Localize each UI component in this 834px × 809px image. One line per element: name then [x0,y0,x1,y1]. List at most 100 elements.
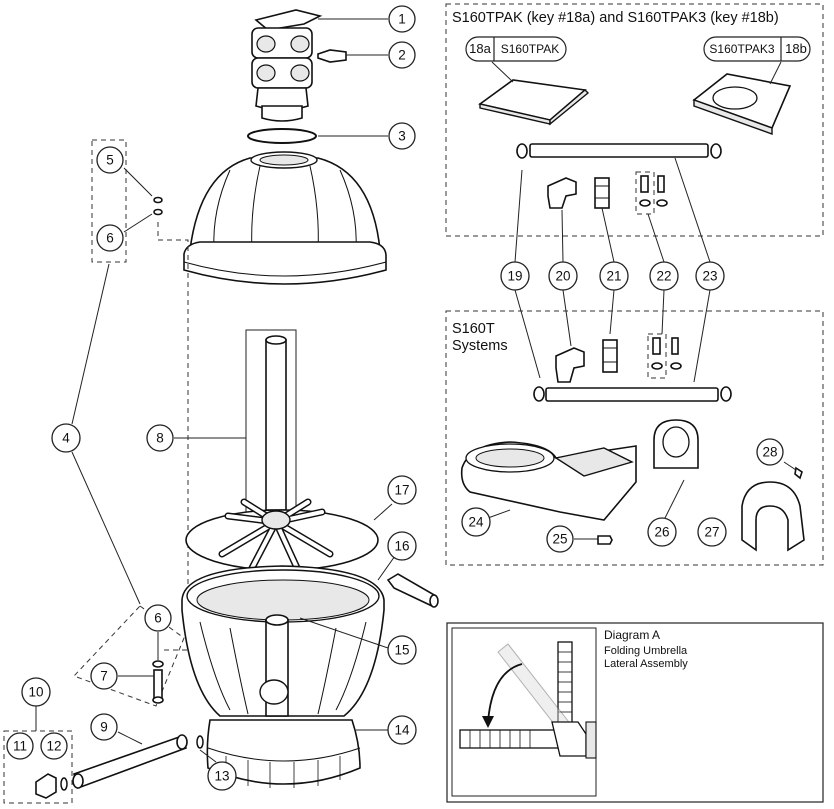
callout-28-label: 28 [762,445,777,460]
fastener-box-lower [73,605,185,707]
callout-15: 15 [387,635,417,665]
systems-pipe [533,386,732,402]
callout-11-label: 11 [13,739,27,754]
small-screw-28 [783,461,803,480]
callout-5: 5 [96,146,124,174]
bulkhead-pipe [72,734,188,790]
callout-4: 4 [51,423,81,453]
callout-20: 20 [548,261,578,291]
systems-box [445,310,824,566]
valve-o-ring [247,128,317,144]
callout-17-label: 17 [394,483,409,498]
callout-3: 3 [388,122,416,150]
callout-1: 1 [388,5,416,33]
callout-14: 14 [387,715,417,745]
callout-9: 9 [90,713,118,741]
kit-elbow [547,177,577,209]
callout-10: 10 [21,677,51,707]
callout-10-label: 10 [28,685,43,700]
clamp [741,481,805,552]
upper-fasteners [153,196,163,216]
callout-22-label: 22 [656,269,671,284]
systems-header-line2: Systems [452,338,508,354]
pad-18b [692,61,792,135]
kit-box [445,3,824,237]
gasket-plate [653,419,699,469]
drain-plug [386,573,439,608]
systems-union [602,339,618,373]
kit-pipe [516,143,722,159]
callout-14-label: 14 [394,723,410,738]
callout-13-label: 13 [214,769,229,784]
diagram-a-line1: Folding Umbrella [604,645,688,657]
callout-15-label: 15 [394,643,409,658]
callout-23: 23 [695,261,725,291]
pressure-gauge [317,49,347,63]
callout-20-label: 20 [555,269,570,284]
callout-22: 22 [649,261,679,291]
callout-1-label: 1 [398,12,406,27]
callout-5-label: 5 [106,153,114,168]
callout-4-label: 4 [62,431,70,446]
callout-13: 13 [207,761,237,791]
tank-body [181,565,385,717]
tag-18b-key: 18b [785,41,807,56]
tag-18a-key: 18a [469,41,491,56]
kit-header: S160TPAK (key #18a) and S160TPAK3 (key #… [452,10,779,26]
callout-6-upper-label: 6 [106,231,114,246]
callout-19-label: 19 [507,269,522,284]
tag-18b-model: S160TPAK3 [709,42,774,56]
callout-16-label: 16 [394,539,409,554]
lower-fasteners [152,660,164,704]
callout-6-lower: 6 [144,604,172,632]
tank-dome [183,151,387,285]
callout-23-label: 23 [702,269,717,284]
callout-6-upper: 6 [96,224,124,252]
callout-11: 11 [6,732,34,760]
multiport-valve [251,9,323,122]
callout-7-label: 7 [100,669,108,684]
callout-28: 28 [756,438,784,466]
callout-6-lower-label: 6 [154,611,162,626]
callout-21-label: 21 [606,269,621,284]
systems-elbow [555,347,585,383]
base-tray [460,441,637,521]
diagram-a-title: Diagram A [604,628,660,642]
callout-9-label: 9 [100,720,108,735]
callout-25-label: 25 [552,532,567,547]
diagram-a-line2: Lateral Assembly [604,658,688,670]
callout-26-label: 26 [654,525,669,540]
systems-bolts [647,333,682,379]
callout-8: 8 [146,424,174,452]
callout-7: 7 [90,662,118,690]
callout-3-label: 3 [398,129,406,144]
pipe-o-ring [196,735,204,749]
fastener-box-upper [91,139,127,263]
callout-12-label: 12 [46,739,61,754]
callout-21: 21 [599,261,629,291]
callout-2-label: 2 [398,48,406,63]
callout-27: 27 [697,517,727,547]
lateral-disk [185,498,379,574]
fitting-box [3,730,73,804]
callout-17: 17 [387,475,417,505]
callout-24-label: 24 [468,515,484,530]
pad-18a [478,61,590,126]
callout-27-label: 27 [704,525,719,540]
callout-25: 25 [546,525,574,553]
kit-union [594,177,610,209]
callout-26: 26 [647,517,677,547]
callout-24: 24 [461,507,491,537]
callout-16: 16 [387,531,417,561]
callout-8-label: 8 [156,431,164,446]
systems-header-line1: S160T [452,321,495,337]
small-screw-25 [574,535,613,545]
callout-19: 19 [500,261,530,291]
diagram-a-art [451,627,597,797]
callout-2: 2 [388,41,416,69]
drain-cap-fitting [35,773,68,799]
tag-18a: 18a S160TPAK [465,36,567,62]
diagram-a-frame [446,622,824,803]
kit-bolts [635,171,668,215]
